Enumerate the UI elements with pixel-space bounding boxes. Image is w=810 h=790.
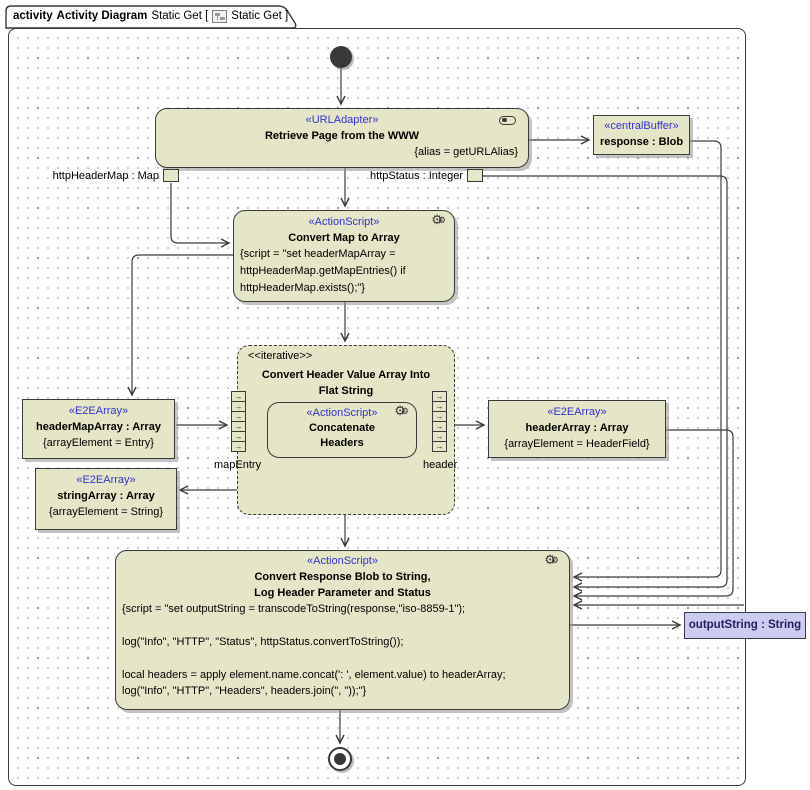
parameter-outputstring[interactable]: outputString : String [684,612,806,639]
action-retrieve-page[interactable]: «URLAdapter» Retrieve Page from the WWW … [155,108,529,168]
object-constraint: {arrayElement = String} [48,506,164,518]
stereotype-label: «E2EArray» [68,405,129,417]
object-stringarray[interactable]: «E2EArray» stringArray : Array {arrayEle… [35,468,177,530]
object-name: headerMapArray : Array [36,421,161,433]
action-name-line1: Convert Response Blob to String, [254,571,431,583]
expansion-output-label: header [423,459,458,471]
expansion-cell: → [432,441,447,452]
script-line [116,617,569,633]
edge-response-buffer-to-convert-response[interactable] [572,140,722,582]
object-headermaparray[interactable]: «E2EArray» headerMapArray : Array {array… [22,399,175,459]
edge-headerarray-to-convert-response[interactable] [572,429,734,601]
stereotype-label: «ActionScript» [306,407,378,419]
region-name-line1: Convert Header Value Array Into [261,369,431,381]
activity-diagram-icon [212,9,228,23]
stereotype-label: «ActionScript» [307,555,378,567]
script-line: log("Info", "HTTP", "Status", httpStatus… [122,635,404,648]
script-line: httpHeaderMap.exists();"} [240,282,365,294]
edge-httpheadermap-pin-to-convert-map[interactable] [170,183,231,248]
action-convert-response-blob[interactable]: «ActionScript» Convert Response Blob to … [115,550,570,710]
object-name: headerArray : Array [525,422,629,434]
tab-context: Static Get [ [151,10,209,22]
edge-httpstatus-pin-to-convert-response[interactable] [483,175,728,592]
action-name: Convert Map to Array [288,232,400,244]
script-line: httpHeaderMap.getMapEntries() if [240,265,406,277]
stereotype-label: «centralBuffer» [604,120,679,132]
action-concatenate-headers[interactable]: «ActionScript» Concatenate Headers ⚙⚙ [267,402,417,458]
script-line: log("Info", "HTTP", "Headers", headers.j… [122,685,367,697]
object-name: stringArray : Array [57,490,155,502]
script-line: {script = "set outputString = transcodeT… [122,603,466,615]
gears-icon: ⚙⚙ [394,403,409,418]
iterative-keyword: <<iterative>> [248,350,313,362]
central-buffer-response[interactable]: «centralBuffer» response : Blob [593,115,690,155]
action-name-line2: Log Header Parameter and Status [254,587,431,599]
pin-httpstatus-label: httpStatus : Integer [370,170,463,182]
diagram-tab[interactable]: activity Activity Diagram Static Get [ S… [13,8,288,24]
stereotype-label: «E2EArray» [76,474,136,486]
pin-httpheadermap-label: httpHeaderMap : Map [52,170,159,182]
object-headerarray[interactable]: «E2EArray» headerArray : Array {arrayEle… [488,400,666,458]
action-name: Retrieve Page from the WWW [264,130,420,142]
script-line [116,650,569,666]
gears-icon: ⚙⚙ [544,552,559,567]
stereotype-label: «E2EArray» [547,406,607,418]
gears-icon: ⚙⚙ [431,212,446,227]
pin-httpstatus[interactable] [467,169,483,182]
script-line: local headers = apply element.name.conca… [122,668,506,681]
object-constraint: {arrayElement = Entry} [43,437,154,449]
stereotype-label: «ActionScript» [308,216,380,228]
tab-keyword: activity [13,10,53,22]
alias-constraint: {alias = getURLAlias} [414,146,518,158]
tab-diagram-type: Activity Diagram [56,10,148,22]
expansion-cell: → [231,441,246,452]
action-name-line1: Concatenate [308,422,376,434]
expansion-node-output[interactable]: → → → → → → [432,391,447,452]
script-line: {script = "set headerMapArray = [240,248,396,260]
pin-httpheadermap[interactable] [163,169,179,182]
activity-final-node[interactable] [328,747,352,771]
expansion-input-label: mapEntry [214,459,262,471]
adapter-icon [499,116,516,125]
stereotype-label: «URLAdapter» [305,114,379,126]
object-constraint: {arrayElement = HeaderField} [504,438,650,450]
tab-name: Static Get ] [231,10,289,22]
expansion-node-input[interactable]: → → → → → → [231,391,246,452]
action-name-line2: Headers [320,437,364,449]
edge-convert-map-to-headermaparray[interactable] [127,254,233,397]
final-node-core [334,753,346,765]
region-name-line2: Flat String [318,385,374,397]
initial-node[interactable] [330,46,352,68]
action-convert-map-to-array[interactable]: «ActionScript» Convert Map to Array {scr… [233,210,455,302]
buffer-name: response : Blob [599,136,684,148]
